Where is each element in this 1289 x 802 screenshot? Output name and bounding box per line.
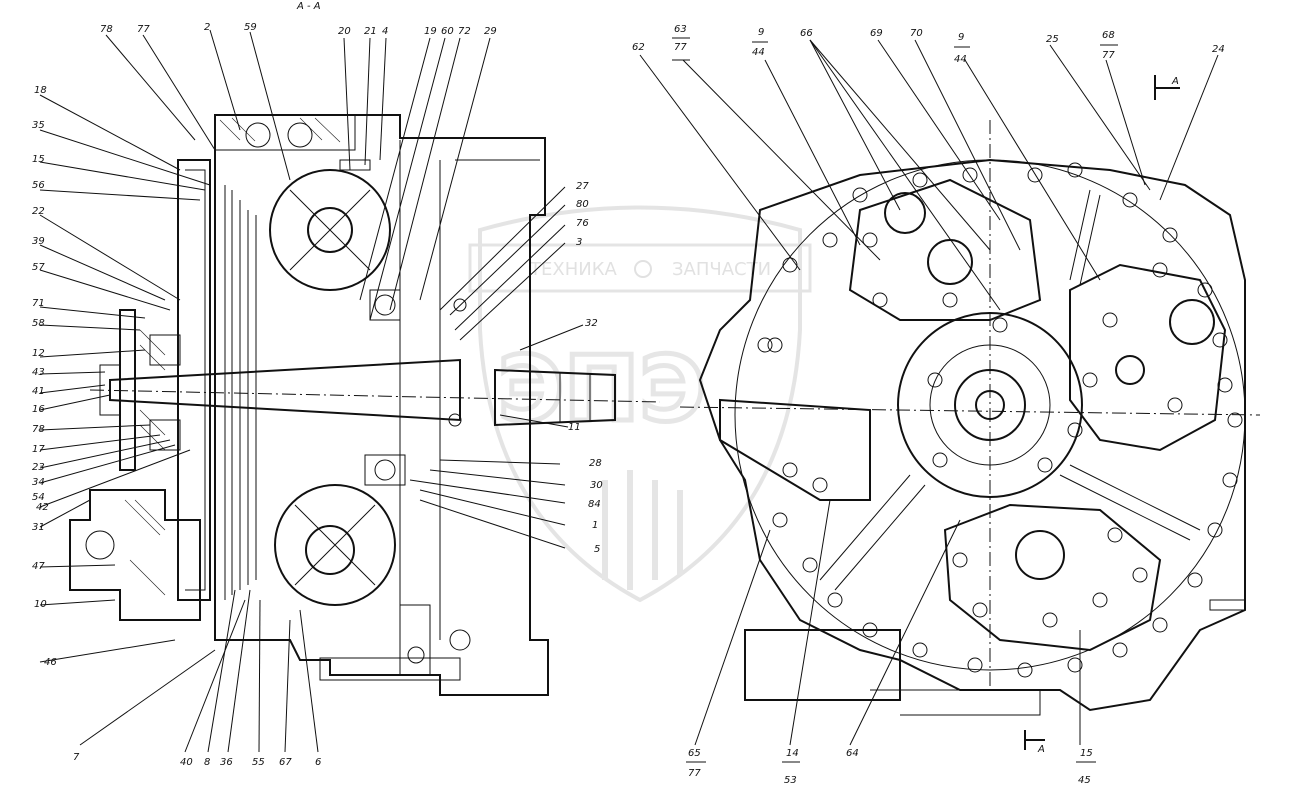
label-22: 22 (32, 206, 45, 217)
label-64: 64 (846, 748, 859, 759)
label-15-r: 15 (1080, 748, 1093, 759)
label-77-r: 77 (674, 42, 687, 53)
label-76: 76 (576, 218, 589, 229)
label-78: 78 (100, 24, 113, 35)
label-56: 56 (32, 180, 45, 191)
label-3: 3 (576, 237, 582, 248)
label-39: 39 (32, 236, 45, 247)
label-11: 11 (568, 422, 581, 433)
watermark-brand-right: ЗАПЧАСТИ (672, 259, 771, 280)
label-55: 55 (252, 757, 265, 768)
label-77-r2: 77 (1102, 50, 1115, 61)
label-72: 72 (458, 26, 471, 37)
label-10: 10 (34, 599, 47, 610)
label-19: 19 (424, 26, 437, 37)
label-6: 6 (315, 757, 321, 768)
label-67: 67 (279, 757, 292, 768)
label-63: 63 (674, 24, 687, 35)
label-65: 65 (688, 748, 701, 759)
label-78b: 78 (32, 424, 45, 435)
label-47: 47 (32, 561, 45, 572)
label-60: 60 (441, 26, 454, 37)
label-45: 45 (1078, 775, 1091, 786)
watermark-brand-left: ТЕХНИКА (529, 259, 617, 280)
label-58: 58 (32, 318, 45, 329)
label-12: 12 (32, 348, 45, 359)
label-2: 2 (204, 22, 210, 33)
right-labels: 62 63 77 9 44 66 69 70 9 44 25 68 77 24 … (632, 24, 1225, 786)
label-62: 62 (632, 42, 645, 53)
section-arrow-label-bottom: А (1037, 744, 1045, 755)
left-labels: 78 77 2 59 20 21 4 19 60 72 29 18 35 15 … (32, 22, 603, 768)
label-32: 32 (585, 318, 598, 329)
label-84: 84 (588, 499, 601, 510)
label-66: 66 (800, 28, 813, 39)
label-44b: 44 (954, 54, 967, 65)
label-31: 31 (32, 522, 45, 533)
label-54: 54 (32, 492, 45, 503)
label-25: 25 (1046, 34, 1059, 45)
label-23: 23 (32, 462, 45, 473)
gear-icon (634, 260, 652, 278)
label-29: 29 (484, 26, 497, 37)
label-36: 36 (220, 757, 233, 768)
label-71: 71 (32, 298, 45, 309)
label-44: 44 (752, 47, 765, 58)
label-4: 4 (382, 26, 388, 37)
label-28: 28 (589, 458, 602, 469)
label-40: 40 (180, 757, 193, 768)
section-arrow-label-top: А (1171, 76, 1179, 87)
label-43: 43 (32, 367, 45, 378)
label-24: 24 (1212, 44, 1225, 55)
label-21: 21 (364, 26, 377, 37)
label-7: 7 (73, 752, 80, 763)
bolt-ring (757, 162, 1243, 678)
label-42: 42 (36, 502, 49, 513)
label-8: 8 (204, 757, 210, 768)
label-34: 34 (32, 477, 45, 488)
label-16: 16 (32, 404, 45, 415)
label-5: 5 (594, 544, 600, 555)
label-59: 59 (244, 22, 257, 33)
label-17: 17 (32, 444, 45, 455)
label-1: 1 (592, 520, 598, 531)
label-15: 15 (32, 154, 45, 165)
label-35: 35 (32, 120, 45, 131)
label-20: 20 (338, 26, 351, 37)
section-title: А - А (296, 1, 321, 12)
label-27: 27 (576, 181, 589, 192)
label-9b: 9 (958, 32, 964, 43)
label-9: 9 (758, 27, 764, 38)
label-69: 69 (870, 28, 883, 39)
label-57: 57 (32, 262, 45, 273)
label-77: 77 (137, 24, 150, 35)
label-77-r3: 77 (688, 768, 701, 779)
label-14: 14 (786, 748, 799, 759)
watermark: ТЕХНИКА ЗАПЧАСТИ ЭПЭ (468, 205, 812, 603)
end-view: А А (679, 75, 1261, 755)
label-80: 80 (576, 199, 589, 210)
label-30: 30 (590, 480, 603, 491)
label-68: 68 (1102, 30, 1115, 41)
sectional-view (69, 114, 661, 696)
label-41: 41 (32, 386, 45, 397)
label-53: 53 (784, 775, 797, 786)
leader-lines (39, 29, 1219, 753)
label-46: 46 (44, 657, 57, 668)
label-18: 18 (34, 85, 47, 96)
label-70: 70 (910, 28, 923, 39)
